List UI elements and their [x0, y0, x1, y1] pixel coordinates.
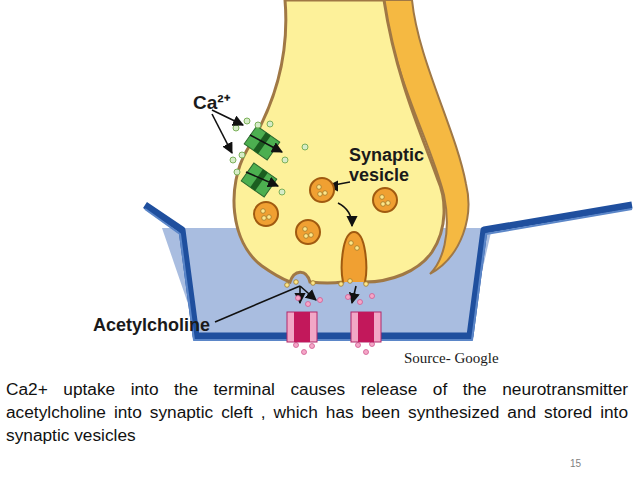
vesicle-contents	[261, 185, 391, 288]
calcium-ions	[230, 118, 308, 195]
synaptic-vesicles	[254, 178, 397, 282]
acetylcholine-receptor	[287, 312, 381, 342]
caption: Ca2+ uptake into the terminal causes rel…	[6, 378, 628, 447]
calcium-channel	[244, 126, 280, 160]
source-note: Source- Google	[404, 349, 534, 367]
part-label: Acetylcholine	[93, 315, 233, 335]
part-label: Synaptic vesicle	[349, 145, 449, 185]
acetylcholine-molecules	[294, 294, 375, 355]
page-number: 15	[570, 458, 600, 470]
ion-label: Ca²⁺	[193, 92, 253, 114]
presynaptic-terminal	[234, 0, 444, 283]
calcium-channel	[241, 163, 277, 197]
leader-lines	[212, 110, 356, 322]
